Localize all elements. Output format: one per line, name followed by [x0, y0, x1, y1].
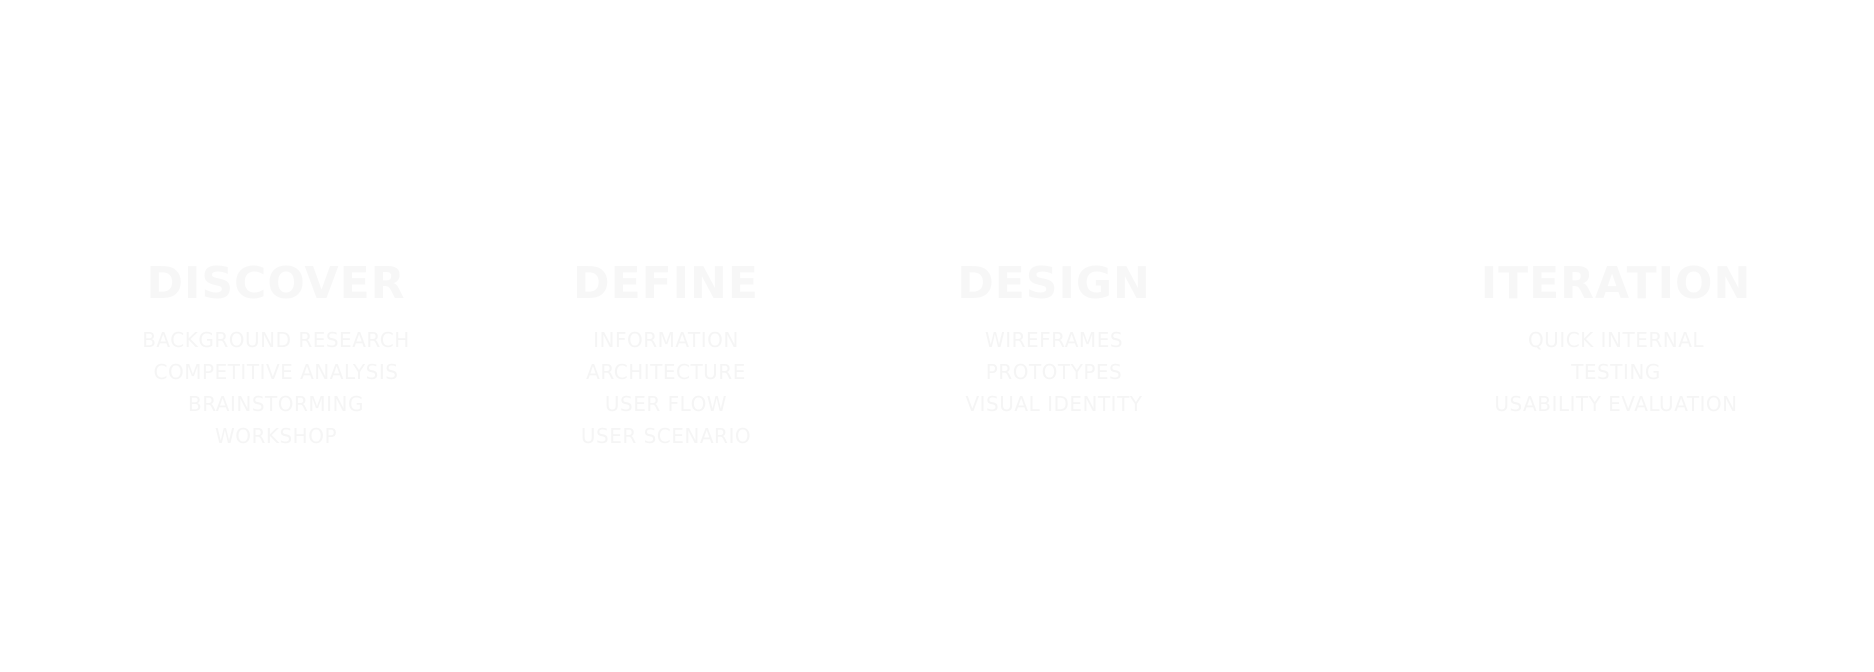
phase-title: DEFINE	[573, 258, 759, 309]
phase-item: TESTING	[1571, 360, 1661, 384]
phase-item: VISUAL IDENTITY	[965, 392, 1143, 416]
phase-discover: DISCOVER BACKGROUND RESEARCH COMPETITIVE…	[106, 258, 446, 452]
phase-item-list: INFORMATION ARCHITECTURE USER FLOW USER …	[496, 324, 836, 452]
phase-title: ITERATION	[1480, 258, 1752, 309]
phase-item-list: WIREFRAMES PROTOTYPES VISUAL IDENTITY	[884, 324, 1224, 420]
phase-item: PROTOTYPES	[985, 360, 1123, 384]
phase-item: ARCHITECTURE	[586, 360, 746, 384]
phase-title: DESIGN	[957, 258, 1151, 309]
phase-item: USABILITY EVALUATION	[1494, 392, 1738, 416]
phase-item: INFORMATION	[593, 328, 739, 352]
phase-item: USER SCENARIO	[580, 424, 752, 448]
phase-item: WIREFRAMES	[984, 328, 1124, 352]
phase-design: DESIGN WIREFRAMES PROTOTYPES VISUAL IDEN…	[884, 258, 1224, 420]
phase-item: COMPETITIVE ANALYSIS	[153, 360, 399, 384]
phase-item-list: QUICK INTERNAL TESTING USABILITY EVALUAT…	[1446, 324, 1786, 420]
phase-define: DEFINE INFORMATION ARCHITECTURE USER FLO…	[496, 258, 836, 452]
phase-item: BRAINSTORMING	[187, 392, 364, 416]
phase-item: BACKGROUND RESEARCH	[142, 328, 410, 352]
phase-title: DISCOVER	[146, 258, 406, 309]
phase-item: WORKSHOP	[214, 424, 338, 448]
phase-item: USER FLOW	[604, 392, 728, 416]
phase-iteration: ITERATION QUICK INTERNAL TESTING USABILI…	[1446, 258, 1786, 420]
phase-item-list: BACKGROUND RESEARCH COMPETITIVE ANALYSIS…	[106, 324, 446, 452]
phase-item: QUICK INTERNAL	[1527, 328, 1705, 352]
